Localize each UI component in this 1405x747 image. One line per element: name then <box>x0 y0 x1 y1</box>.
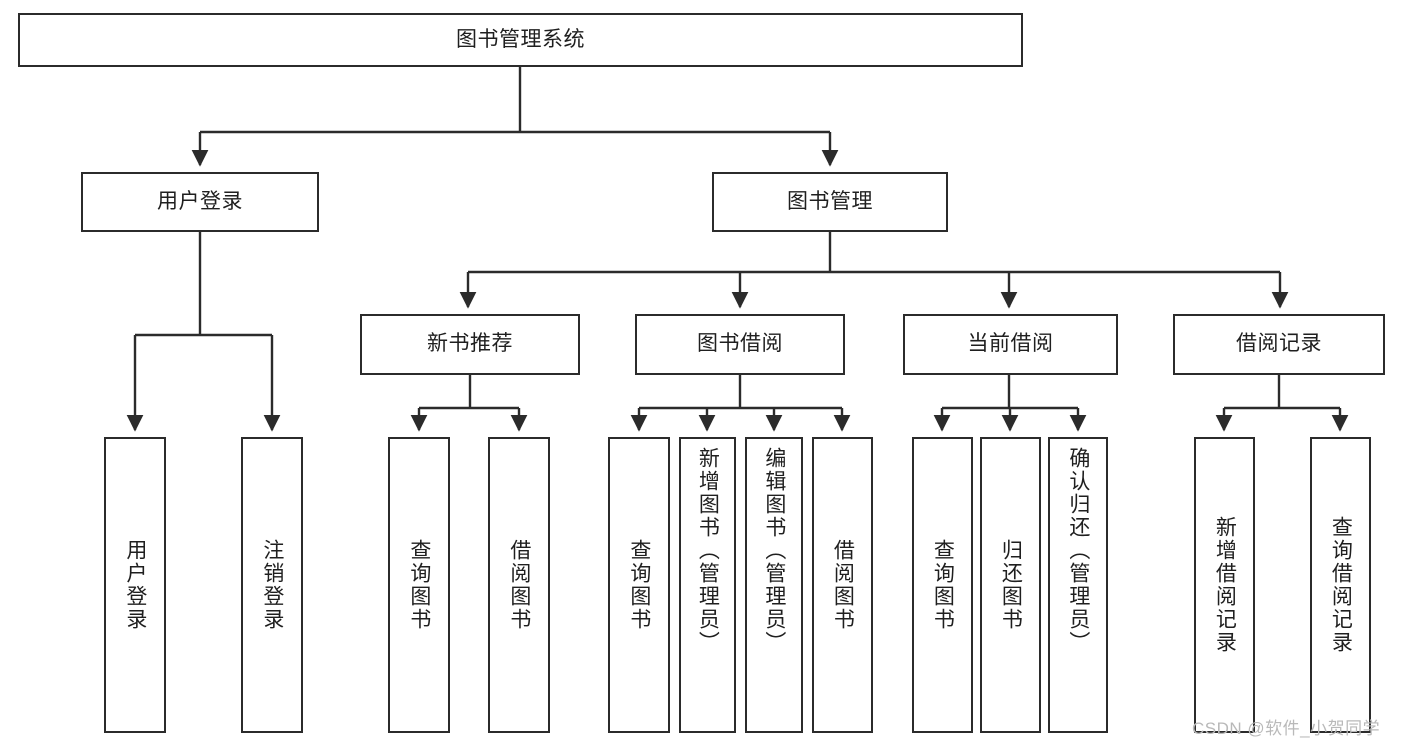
leaf-logout[interactable]: 注销登录 <box>241 437 303 733</box>
node-book-borrow[interactable]: 图书借阅 <box>635 314 845 375</box>
node-book-manage[interactable]: 图书管理 <box>712 172 948 232</box>
leaf-borrow-book-2[interactable]: 借阅图书 <box>812 437 873 733</box>
node-user-login[interactable]: 用户登录 <box>81 172 319 232</box>
leaf-user-login-label: 用户登录 <box>123 539 147 631</box>
node-root-label: 图书管理系统 <box>456 27 585 51</box>
leaf-query-book-2-label: 查询图书 <box>627 539 651 631</box>
node-borrow-record-label: 借阅记录 <box>1236 332 1322 356</box>
leaf-confirm-return[interactable]: 确认归还（管理员） <box>1048 437 1108 733</box>
node-current-borrow[interactable]: 当前借阅 <box>903 314 1118 375</box>
leaf-add-book[interactable]: 新增图书（管理员） <box>679 437 736 733</box>
leaf-query-book-1-label: 查询图书 <box>407 539 431 631</box>
node-book-borrow-label: 图书借阅 <box>697 332 783 356</box>
leaf-borrow-book-1-label: 借阅图书 <box>507 539 531 631</box>
leaf-query-book-3[interactable]: 查询图书 <box>912 437 973 733</box>
leaf-borrow-book-2-label: 借阅图书 <box>831 539 855 631</box>
leaf-query-record-label: 查询借阅记录 <box>1329 516 1353 654</box>
leaf-borrow-book-1[interactable]: 借阅图书 <box>488 437 550 733</box>
leaf-return-book[interactable]: 归还图书 <box>980 437 1041 733</box>
node-user-login-label: 用户登录 <box>157 189 243 213</box>
leaf-user-login[interactable]: 用户登录 <box>104 437 166 733</box>
leaf-add-record[interactable]: 新增借阅记录 <box>1194 437 1255 733</box>
leaf-add-record-label: 新增借阅记录 <box>1213 516 1237 654</box>
leaf-add-book-label: 新增图书（管理员） <box>696 447 720 654</box>
csdn-watermark: CSDN @软件_小贺同学 <box>1192 719 1381 738</box>
leaf-confirm-return-label: 确认归还（管理员） <box>1066 447 1090 654</box>
leaf-query-record[interactable]: 查询借阅记录 <box>1310 437 1371 733</box>
node-borrow-record[interactable]: 借阅记录 <box>1173 314 1385 375</box>
leaf-query-book-2[interactable]: 查询图书 <box>608 437 670 733</box>
leaf-edit-book[interactable]: 编辑图书（管理员） <box>745 437 803 733</box>
leaf-query-book-3-label: 查询图书 <box>931 539 955 631</box>
node-book-manage-label: 图书管理 <box>787 189 873 213</box>
node-current-borrow-label: 当前借阅 <box>967 332 1054 356</box>
leaf-return-book-label: 归还图书 <box>999 539 1023 631</box>
leaf-query-book-1[interactable]: 查询图书 <box>388 437 450 733</box>
node-new-book-recommend-label: 新书推荐 <box>427 332 513 356</box>
node-root[interactable]: 图书管理系统 <box>18 13 1023 67</box>
node-new-book-recommend[interactable]: 新书推荐 <box>360 314 580 375</box>
leaf-logout-label: 注销登录 <box>260 539 284 631</box>
leaf-edit-book-label: 编辑图书（管理员） <box>762 447 786 654</box>
